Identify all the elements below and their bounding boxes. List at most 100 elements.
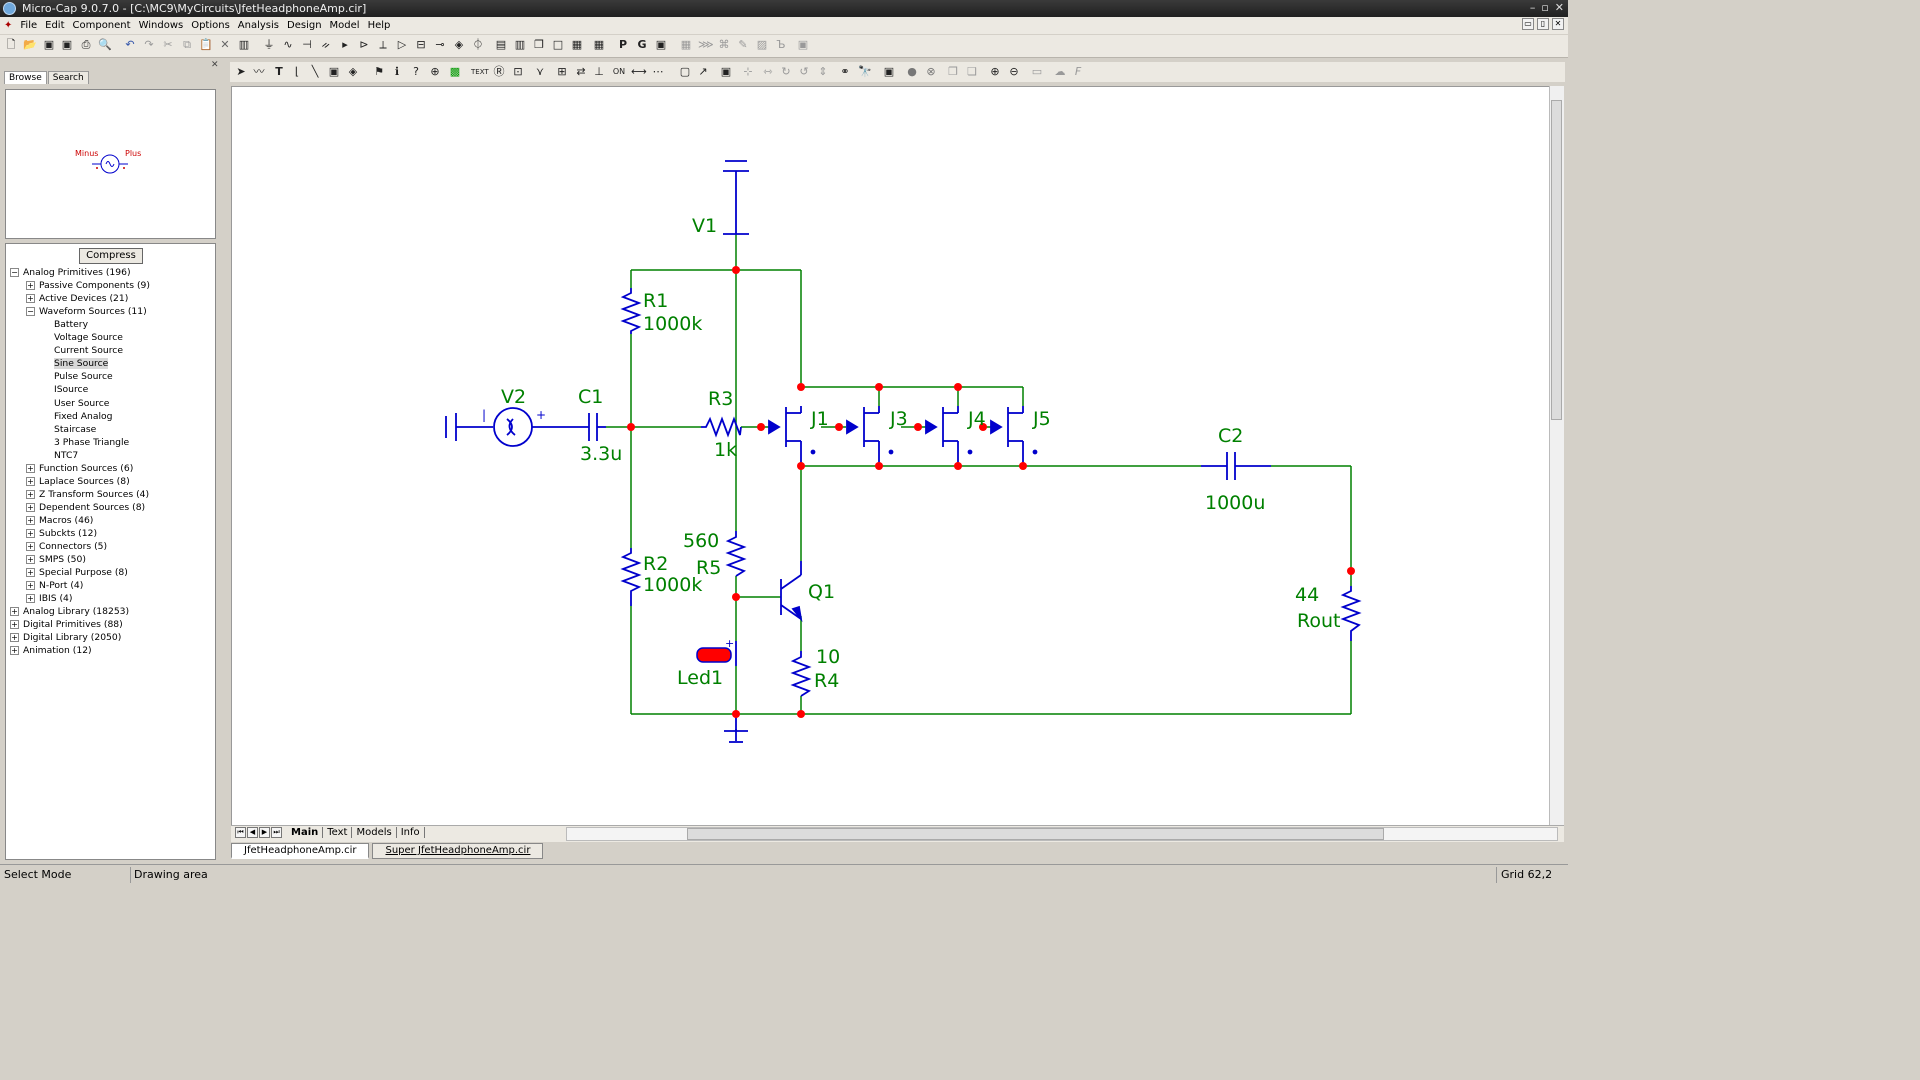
tree-item[interactable]: +Analog Library (18253) (10, 605, 129, 618)
menu-model[interactable]: Model (329, 20, 360, 31)
tree-item[interactable]: +N-Port (4) (26, 579, 83, 592)
p-icon[interactable]: P (618, 38, 628, 51)
wire-mode-icon[interactable]: 〰 (253, 65, 265, 78)
text-mode-icon[interactable]: T (275, 65, 283, 78)
tree-item[interactable]: +Macros (46) (26, 514, 93, 527)
battery-icon[interactable]: ⊟ (416, 38, 426, 51)
vertical-scroll-thumb[interactable] (1551, 100, 1562, 420)
file-tab-jfet[interactable]: JfetHeadphoneAmp.cir (231, 843, 370, 859)
bus-mode-icon[interactable]: ▣ (328, 65, 340, 78)
app-icon[interactable] (3, 2, 16, 15)
diode-icon[interactable]: ▸ (342, 38, 348, 51)
point-tag-icon[interactable]: ⊕ (430, 65, 440, 78)
stop-icon[interactable]: ● (907, 65, 917, 78)
led1-body[interactable] (696, 647, 732, 663)
ruler-icon[interactable]: ↗ (698, 65, 708, 78)
tree-item[interactable]: Voltage Source (54, 331, 123, 344)
menu-analysis[interactable]: Analysis (237, 20, 279, 31)
tree-item[interactable]: −Analog Primitives (196) (10, 266, 131, 279)
expand-icon[interactable]: + (26, 476, 35, 486)
tree-item[interactable]: +Dependent Sources (8) (26, 501, 145, 514)
schematic-drawing[interactable]: + (232, 87, 1549, 825)
probe-icon[interactable]: ⋎ (535, 65, 545, 78)
c1-capacitor[interactable] (561, 413, 606, 441)
monitor-icon[interactable]: ▣ (883, 65, 895, 78)
led1-diode[interactable]: + (725, 637, 737, 666)
tree-item[interactable]: Pulse Source (54, 370, 113, 383)
paste-icon[interactable]: 📋 (199, 38, 213, 51)
grid-icon[interactable]: ▦ (680, 38, 692, 51)
rout-resistor[interactable] (1340, 586, 1362, 641)
cut-icon[interactable]: ✂ (163, 38, 173, 51)
expand-icon[interactable]: + (26, 515, 35, 525)
doc-icon[interactable]: ✦ (4, 20, 13, 31)
menu-file[interactable]: File (20, 20, 38, 31)
tab-main[interactable]: Main (287, 827, 324, 838)
tree-item[interactable]: 3 Phase Triangle (54, 436, 129, 449)
next-page-icon[interactable]: ▶ (259, 827, 270, 838)
tree-item[interactable]: +Digital Primitives (88) (10, 618, 123, 631)
expand-icon[interactable]: + (26, 502, 35, 512)
copy-icon[interactable]: ⧉ (183, 38, 191, 51)
tab-info[interactable]: Info (397, 827, 425, 838)
tree-item[interactable]: +Passive Components (9) (26, 279, 150, 292)
expand-icon[interactable]: + (26, 529, 35, 538)
attribute-text-icon[interactable]: Ⓡ (493, 65, 505, 78)
text-style-icon[interactable]: Ъ (776, 38, 786, 51)
opamp-icon[interactable]: ▷ (397, 38, 407, 51)
menu-component[interactable]: Component (72, 20, 131, 31)
q1-transistor[interactable] (780, 561, 803, 623)
mdi-tile-icon[interactable]: ▯ (1537, 18, 1549, 30)
new-file-icon[interactable]: 🗋 (6, 38, 16, 51)
c2-capacitor[interactable] (1201, 452, 1271, 480)
zener-icon[interactable]: ⊳ (359, 38, 369, 51)
collapse-icon[interactable]: − (26, 307, 35, 317)
bus-icon[interactable]: ⌘ (718, 38, 730, 51)
tree-item[interactable]: +Digital Library (2050) (10, 631, 121, 644)
expand-icon[interactable]: + (10, 607, 19, 617)
resistor-icon[interactable]: ∿ (283, 38, 293, 51)
ground-icon[interactable]: ⏚ (263, 38, 275, 51)
horizontal-scrollbar[interactable] (566, 827, 1558, 841)
tree-item[interactable]: Fixed Analog (54, 410, 112, 423)
text-toggle-icon[interactable]: TEXT (471, 68, 489, 76)
select-all-icon[interactable]: ▥ (238, 38, 250, 51)
v1-battery[interactable] (723, 160, 749, 235)
tree-item[interactable]: +Laplace Sources (8) (26, 475, 130, 488)
menu-windows[interactable]: Windows (138, 20, 184, 31)
mdi-close-icon[interactable]: ✕ (1552, 18, 1564, 30)
orth-wire-icon[interactable]: ⌊ (294, 65, 300, 78)
layout-1-icon[interactable]: ▤ (495, 38, 507, 51)
select-arrow-icon[interactable]: ➤ (236, 65, 246, 78)
jfet-array[interactable] (768, 406, 1038, 466)
menu-options[interactable]: Options (191, 20, 230, 31)
expand-icon[interactable]: + (26, 281, 35, 291)
g-icon[interactable]: G (637, 38, 647, 51)
v2-sine-source[interactable] (445, 407, 561, 447)
expand-icon[interactable]: + (10, 646, 19, 656)
close-icon[interactable]: ✕ (1554, 1, 1564, 14)
node-numbers-icon[interactable]: ⊥ (594, 65, 604, 78)
cancel-icon[interactable]: ⊗ (926, 65, 936, 78)
j1-jfet[interactable] (768, 406, 802, 466)
save-all-icon[interactable]: ▣ (61, 38, 73, 51)
r1-resistor[interactable] (620, 288, 642, 334)
function-icon[interactable]: F (1074, 65, 1082, 78)
window-icon[interactable]: □ (552, 38, 564, 51)
r3-resistor[interactable] (701, 416, 742, 438)
open-folder-icon[interactable]: 📂 (23, 38, 37, 51)
shapes-icon[interactable]: ◈ (348, 65, 358, 78)
first-page-icon[interactable]: ⏮ (235, 827, 246, 838)
mdi-restore-icon[interactable]: ▭ (1522, 18, 1534, 30)
step-icon[interactable]: ⇿ (763, 65, 773, 78)
mirror-icon[interactable]: ↺ (799, 65, 809, 78)
zoom-in-icon[interactable]: ⊕ (990, 65, 1000, 78)
image-icon[interactable]: ▨ (756, 38, 768, 51)
tree-item[interactable]: NTC7 (54, 449, 78, 462)
node-icon[interactable]: ◈ (454, 38, 464, 51)
route-icon[interactable]: ⋙ (698, 38, 714, 51)
r5-resistor[interactable] (725, 531, 747, 577)
zoom-out-icon[interactable]: ⊖ (1009, 65, 1019, 78)
split-icon[interactable]: ▦ (571, 38, 583, 51)
pen-icon[interactable]: ✎ (738, 38, 748, 51)
